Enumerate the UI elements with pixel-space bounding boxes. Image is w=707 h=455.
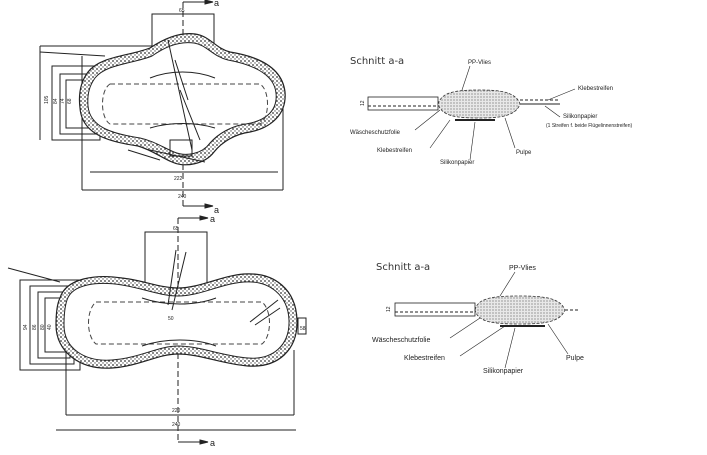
dim-inner-width: 222	[174, 176, 183, 182]
top-section-view: Schnitt a-a 12 PP-Vlies Klebestreifen Si…	[350, 56, 632, 166]
bottom-thickness-label: 12	[386, 306, 392, 312]
label-bottom-klebestreifen: Klebestreifen	[404, 355, 445, 362]
dim-d4: 68	[67, 98, 73, 104]
label-bottom-waescheschutzfolie: Wäscheschutzfolie	[372, 337, 430, 344]
label-bottom-pulpe: Pulpe	[566, 355, 584, 362]
dim-top-width: 65	[179, 8, 185, 14]
dim-bottom-d4: 40	[47, 324, 53, 330]
dim-bottom-d3: 80	[40, 324, 46, 330]
label-silikonpapier-note: (1 Streifen f. beide Flügelinnenstreifen…	[546, 123, 632, 129]
label-silikonpapier-right: Silikonpapier	[563, 114, 597, 120]
dim-bottom-top-width: 65	[173, 226, 179, 232]
top-pad-plan	[39, 0, 286, 209]
label-silikonpapier-bottom: Silikonpapier	[440, 160, 474, 166]
dim-total-width: 240	[178, 194, 187, 200]
section-mark-bottom-bottom: a	[210, 438, 215, 448]
label-klebestreifen-left: Klebestreifen	[377, 148, 412, 154]
dim-bottom-mid: 50	[168, 316, 174, 322]
label-klebestreifen-right: Klebestreifen	[578, 86, 613, 92]
label-waescheschutzfolie: Wäscheschutzfolie	[350, 130, 401, 136]
dim-d1: 105	[44, 95, 50, 104]
bottom-plan-dimensions: 65 50 58 220 240 94 86 80 40 a a	[23, 214, 306, 448]
label-bottom-silikonpapier: Silikonpapier	[483, 368, 524, 375]
bottom-section-view: Schnitt a-a 12 PP-Vlies Wäscheschutzfoli…	[372, 262, 584, 375]
top-thickness-label: 12	[360, 100, 366, 106]
top-plan-dimensions: 65 222 240 105 84 74 68 a a	[44, 0, 219, 215]
label-pulpe: Pulpe	[516, 150, 532, 156]
dim-bottom-total-width: 240	[172, 422, 181, 428]
dim-bottom-d1: 94	[23, 324, 29, 330]
bottom-pad-plan	[7, 215, 307, 445]
dim-bottom-inner-width: 220	[172, 408, 181, 414]
section-mark-bottom: a	[214, 205, 219, 215]
dim-bottom-right: 58	[300, 326, 306, 332]
top-section-title: Schnitt a-a	[350, 56, 404, 67]
label-bottom-pp-vlies: PP-Vlies	[509, 265, 536, 272]
dim-d2: 84	[53, 98, 59, 104]
bottom-section-title: Schnitt a-a	[376, 262, 430, 273]
label-pp-vlies: PP-Vlies	[468, 60, 491, 66]
dim-bottom-d2: 86	[32, 324, 38, 330]
section-mark-bottom-top: a	[210, 214, 215, 224]
dim-d3: 74	[60, 98, 66, 104]
section-mark-top: a	[214, 0, 219, 8]
